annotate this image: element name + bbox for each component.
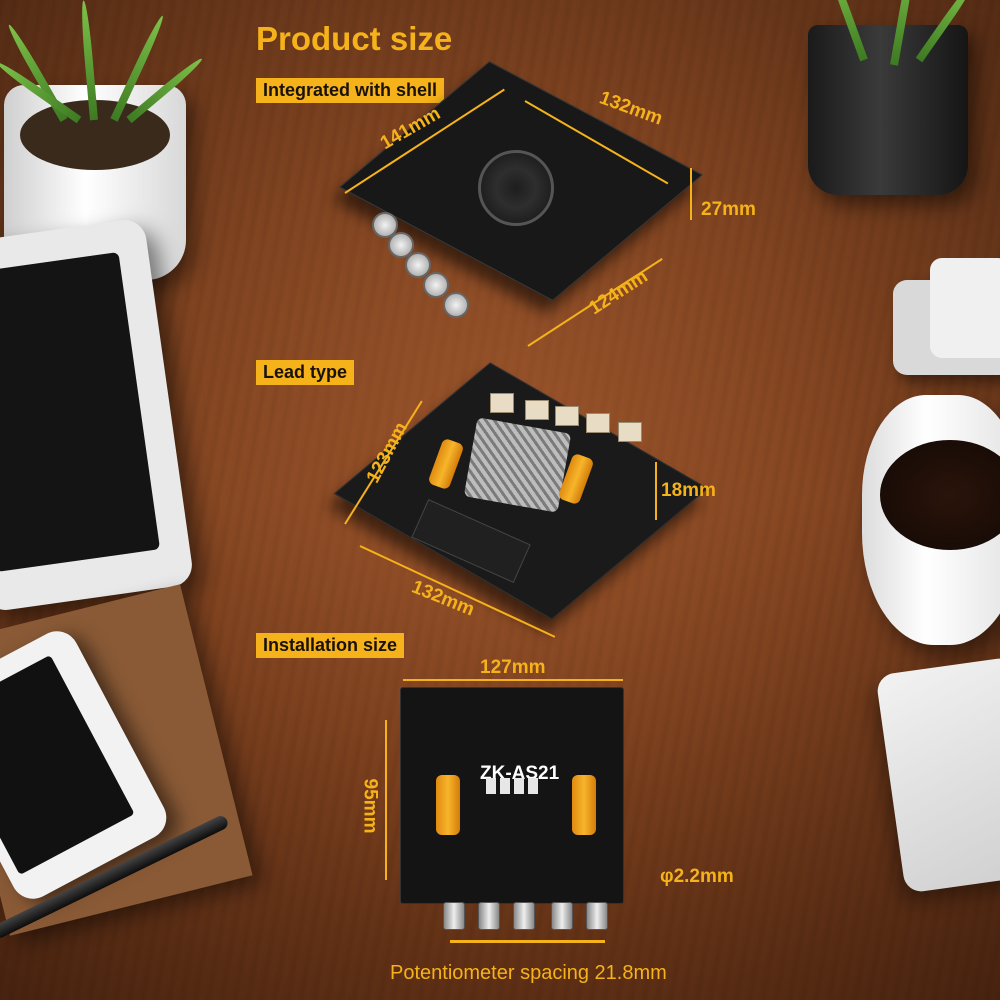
page-title: Product size [256, 20, 453, 57]
dim-line [655, 462, 657, 520]
dim-line [450, 940, 605, 943]
heatsink [463, 417, 572, 513]
knob-icon [423, 272, 449, 298]
potentiometer [551, 902, 573, 930]
connector [586, 413, 610, 433]
label-lead: Lead type [256, 360, 355, 385]
capacitor [436, 775, 460, 835]
board-model: ZK-AS21 [480, 763, 560, 784]
dim-line [690, 168, 692, 220]
knob-icon [405, 252, 431, 278]
dim-hole: φ2.2mm [660, 866, 734, 887]
potentiometer [478, 902, 500, 930]
connector [618, 422, 642, 442]
pin [528, 778, 538, 794]
plant-pot-right [808, 25, 968, 195]
dim-install-height: 95mm [359, 778, 381, 834]
dim-lead-height: 18mm [661, 480, 716, 501]
connector [525, 400, 549, 420]
potentiometer [586, 902, 608, 930]
dim-install-width: 127mm [480, 657, 546, 678]
pin [514, 778, 524, 794]
dim-line [403, 679, 623, 681]
coffee [880, 440, 1000, 550]
fan-icon [478, 150, 554, 226]
pin [486, 778, 496, 794]
label-shell: Integrated with shell [256, 78, 445, 103]
connector [555, 406, 579, 426]
potentiometer-spacing: Potentiometer spacing 21.8mm [390, 962, 667, 984]
potentiometer [443, 902, 465, 930]
knob-icon [443, 292, 469, 318]
potentiometer [513, 902, 535, 930]
connector [490, 393, 514, 413]
dim-shell-height: 27mm [701, 199, 756, 220]
label-install: Installation size [256, 633, 405, 658]
remote-device [930, 258, 1000, 358]
dim-line [385, 720, 387, 880]
pin [500, 778, 510, 794]
capacitor [572, 775, 596, 835]
